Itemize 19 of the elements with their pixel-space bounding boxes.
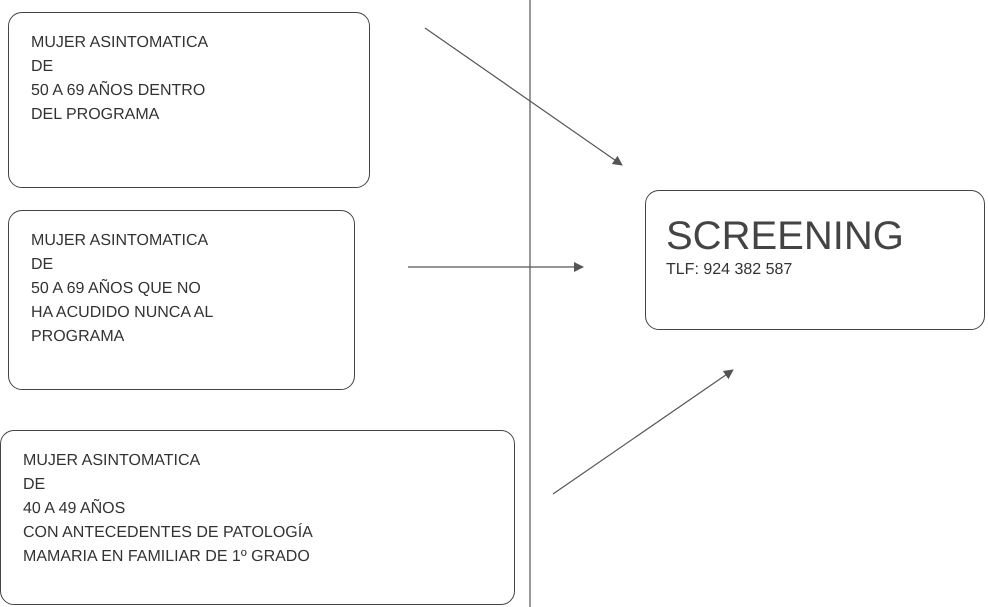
rounded-box [8, 210, 355, 390]
box-text: MUJER ASINTOMATICA [31, 231, 210, 251]
arrow [424, 28, 623, 166]
box-text: DE [31, 255, 54, 275]
box-text: MUJER ASINTOMATICA [31, 33, 210, 53]
box-text: MUJER ASINTOMATICA [23, 451, 202, 471]
box-text: 50 A 69 AÑOS QUE NO HA ACUDIDO NUNCA AL PROGRAMA [31, 278, 214, 347]
phone-text: TLF: 924 382 587 [666, 260, 794, 280]
rounded-box [8, 12, 370, 188]
arrow [552, 369, 734, 494]
box-text: DE [31, 57, 54, 77]
box-title: SCREENING [666, 213, 905, 259]
box-text: CON ANTECEDENTES DE PATOLOGÍA MAMARIA EN FAMILIAR DE 1º GRADO [23, 522, 314, 567]
box-text: 40 A 49 AÑOS [23, 498, 126, 519]
box-text: DE [23, 475, 46, 495]
rounded-box [0, 430, 515, 605]
box-text: 50 A 69 AÑOS DENTRO DEL PROGRAMA [31, 80, 206, 125]
rounded-box [645, 190, 985, 330]
arrow [408, 262, 584, 272]
